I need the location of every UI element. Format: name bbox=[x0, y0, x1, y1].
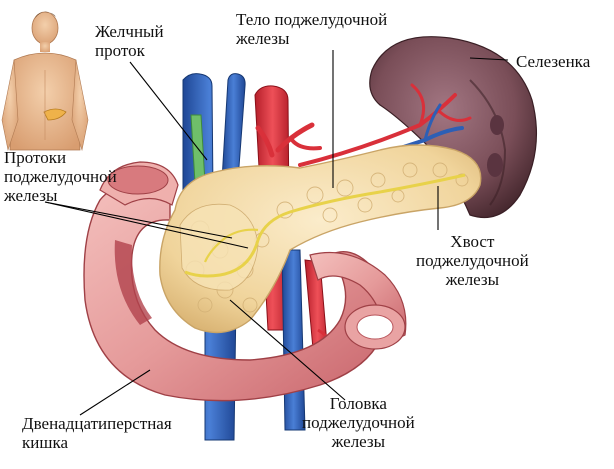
accessory-duct bbox=[203, 228, 259, 263]
leader-ducts-1 bbox=[44, 201, 249, 249]
human-figure-thumbnail bbox=[1, 11, 89, 152]
leader-spleen bbox=[469, 57, 509, 61]
duodenum-inner-wall bbox=[114, 240, 152, 325]
spleen-shape bbox=[369, 36, 538, 219]
label-pancreas-tail: Хвост поджелудочной железы bbox=[416, 232, 529, 289]
leader-bile-duct bbox=[129, 61, 208, 161]
label-bile-duct: Желчный проток bbox=[95, 22, 164, 60]
label-spleen: Селезенка bbox=[516, 52, 591, 71]
leader-ducts-2 bbox=[44, 201, 233, 239]
leader-lines bbox=[44, 50, 509, 416]
portal-vein bbox=[221, 73, 246, 181]
leader-duodenum bbox=[79, 369, 151, 416]
celiac-branches bbox=[255, 122, 322, 158]
label-pancreatic-ducts: Протоки поджелудочной железы bbox=[4, 148, 117, 205]
label-duodenum: Двенадцатиперстная кишка bbox=[22, 414, 172, 452]
pancreatic-duct bbox=[184, 173, 466, 278]
label-pancreas-head: Головка поджелудочной железы bbox=[302, 394, 415, 451]
jejunum-tube bbox=[309, 251, 407, 350]
leader-pancreas-head bbox=[229, 299, 346, 401]
label-pancreas-body: Тело поджелудочной железы bbox=[236, 10, 388, 48]
